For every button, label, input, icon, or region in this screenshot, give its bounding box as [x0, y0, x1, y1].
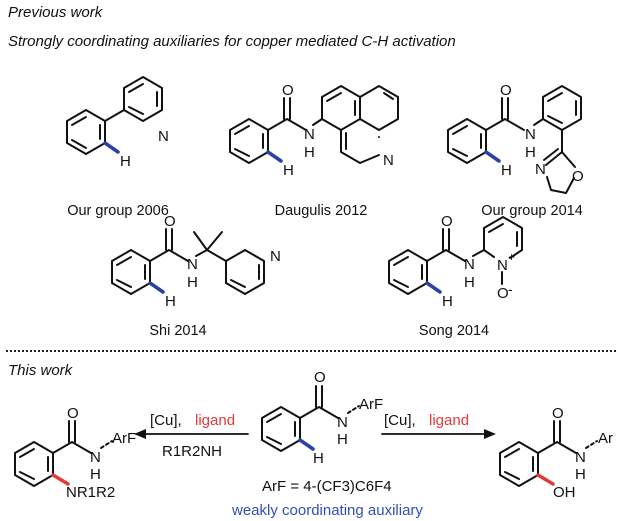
- atom-o: O: [67, 405, 79, 422]
- atom-n: N: [497, 257, 508, 274]
- arf-definition: ArF = 4-(CF3)C6F4: [262, 478, 392, 495]
- atom-o: O: [572, 168, 584, 185]
- atom-h: H: [575, 466, 586, 483]
- atom-o: O: [282, 82, 294, 99]
- this-work-heading: This work: [8, 362, 73, 379]
- caption-our-group-2014: Our group 2014: [481, 203, 583, 219]
- left-ligand: ligand: [195, 412, 235, 429]
- right-catalyst: [Cu],: [384, 412, 416, 429]
- arrowhead-right: [484, 429, 496, 439]
- atom-o: O: [441, 213, 453, 230]
- atom-n: N: [525, 126, 536, 143]
- atom-n: N: [90, 449, 101, 466]
- atom-n: N: [304, 126, 315, 143]
- atom-h: H: [442, 293, 453, 310]
- caption-song-2014: Song 2014: [418, 323, 490, 339]
- ar-label: Ar: [598, 430, 613, 447]
- atom-h: H: [120, 153, 131, 170]
- caption-our-group-2006: Our group 2006: [67, 203, 169, 219]
- atom-n: N: [270, 248, 281, 265]
- auxiliary-label: weakly coordinating auxiliary: [231, 502, 423, 519]
- svg-text:-: -: [508, 281, 513, 297]
- section-divider: [6, 350, 616, 352]
- structure-our-group-2014: [447, 85, 582, 194]
- atom-n: N: [158, 128, 169, 145]
- oh-label: OH: [553, 484, 576, 501]
- structure-daugulis-2012: [229, 85, 399, 164]
- atom-n: N: [187, 256, 198, 273]
- caption-shi-2014: Shi 2014: [149, 323, 207, 339]
- atom-o: O: [497, 285, 509, 302]
- atom-h: H: [464, 274, 475, 291]
- atom-o: O: [552, 405, 564, 422]
- structure-song-2014: [388, 216, 523, 295]
- atom-h: H: [304, 144, 315, 161]
- left-catalyst: [Cu],: [150, 412, 182, 429]
- svg-text:+: +: [508, 250, 515, 264]
- atom-h: H: [337, 431, 348, 448]
- atom-h: H: [313, 450, 324, 467]
- structure-substrate: [261, 385, 360, 452]
- atom-h: H: [90, 466, 101, 483]
- structure-shi-2014: [111, 228, 265, 295]
- atom-o: O: [164, 213, 176, 230]
- atom-o: O: [314, 369, 326, 386]
- atom-h: H: [165, 293, 176, 310]
- atom-n: N: [337, 414, 348, 431]
- atom-h: H: [501, 162, 512, 179]
- right-ligand: ligand: [429, 412, 469, 429]
- structure-right-product: [499, 420, 598, 487]
- atom-h: H: [283, 162, 294, 179]
- atom-h: H: [525, 144, 536, 161]
- structure-our-group-2006: [66, 76, 163, 155]
- arf-label: ArF: [359, 396, 383, 413]
- atom-n: N: [383, 152, 394, 169]
- arf-label: ArF: [112, 430, 136, 447]
- atom-o: O: [500, 82, 512, 99]
- previous-work-subtitle: Strongly coordinating auxiliaries for co…: [8, 33, 456, 50]
- structure-left-product: [14, 420, 113, 487]
- previous-work-heading: Previous work: [8, 4, 103, 21]
- caption-daugulis-2012: Daugulis 2012: [274, 203, 368, 219]
- arrowhead-left: [134, 429, 146, 439]
- atom-n: N: [575, 449, 586, 466]
- atom-n: N: [535, 161, 546, 178]
- atom-n: N: [464, 256, 475, 273]
- left-amine: R1R2NH: [162, 443, 222, 460]
- atom-h: H: [187, 274, 198, 291]
- nr1r2-label: NR1R2: [66, 484, 115, 501]
